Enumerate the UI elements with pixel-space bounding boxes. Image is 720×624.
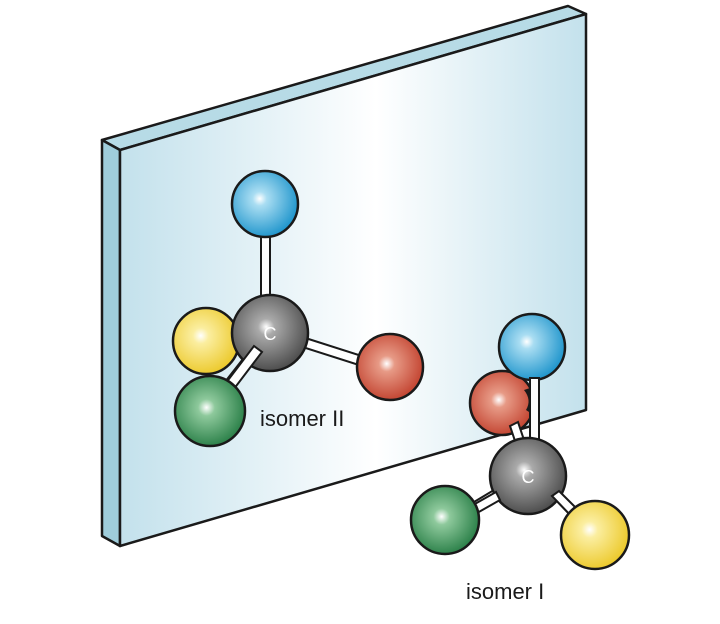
isomer-i-molecule: C [409,312,631,571]
isomer-ii-green-atom [173,374,247,448]
isomer-ii-label: isomer II [260,406,344,431]
isomer-i-blue-atom [497,312,567,382]
isomer-ii-molecule: C [171,169,425,448]
isomer-ii-red-atom [355,332,425,402]
isomer-i-carbon-atom [488,436,568,516]
isomer-i-yellow-atom [559,499,631,571]
isomer-i-label: isomer I [466,579,544,604]
isomer-i-red-atom [468,369,536,437]
isomer-ii-carbon-symbol: C [264,324,277,344]
isomer-i-green-atom [409,484,481,556]
isomer-i-carbon-symbol: C [522,467,535,487]
isomer-ii-blue-atom [230,169,300,239]
isomer-ii-yellow-atom [171,306,241,376]
mirror-side-edge [100,138,122,548]
